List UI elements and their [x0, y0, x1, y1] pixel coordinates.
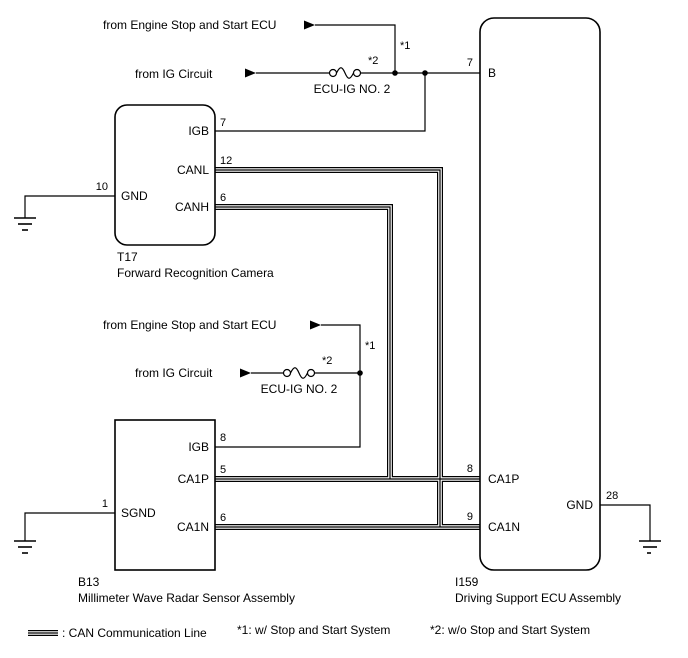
wire-camera-gnd [24, 195, 115, 218]
fuse-terminal-icon [328, 68, 338, 78]
legend-can-line-label: : CAN Communication Line [62, 626, 207, 640]
wire-bottom-stop-start [321, 324, 361, 373]
radar-pin-sgnd-label: SGND [121, 506, 156, 520]
fuse-element-icon [289, 367, 309, 379]
feed-bottom-stop-start-label: from Engine Stop and Start ECU [103, 318, 276, 332]
can-line-canh-branch [215, 204, 393, 479]
camera-code: T17 [117, 250, 138, 264]
legend-note2: *2: w/o Stop and Start System [430, 623, 590, 637]
arrow-icon [310, 320, 321, 330]
camera-pin-canh-number: 6 [220, 192, 226, 204]
wire-camera-igb [215, 73, 426, 132]
radar-pin-ca1p-label: CA1P [178, 472, 209, 486]
legend-note1: *1: w/ Stop and Start System [237, 623, 390, 637]
ground-symbol-camera [14, 217, 36, 231]
camera-pin-canl-number: 12 [220, 155, 232, 167]
ground-symbol-radar [14, 540, 36, 554]
feed-top-ref1: *1 [400, 40, 410, 52]
radar-name: Millimeter Wave Radar Sensor Assembly [78, 591, 295, 605]
arrow-icon [240, 368, 251, 378]
radar-pin-igb-label: IGB [188, 440, 209, 454]
radar-code: B13 [78, 575, 100, 589]
feed-bottom-ref2: *2 [322, 355, 332, 367]
junction-dot [357, 370, 363, 376]
radar-pin-igb-number: 8 [220, 432, 226, 444]
camera-pin-canl-label: CANL [177, 163, 209, 177]
camera-pin-canh-label: CANH [175, 200, 209, 214]
can-line-canl-branch [215, 167, 443, 527]
feed-top-ref2: *2 [368, 55, 378, 67]
fuse-terminal-icon [282, 368, 292, 378]
ecu-pin-gnd-number: 28 [606, 490, 618, 502]
radar-pin-ca1n-label: CA1N [177, 520, 209, 534]
wire-radar-igb [215, 373, 361, 448]
fuse-terminal-icon [352, 68, 362, 78]
camera-box [114, 104, 216, 246]
camera-pin-igb-number: 7 [220, 117, 226, 129]
ecu-box [479, 17, 601, 571]
can-communication-lines [215, 167, 480, 530]
radar-box [114, 419, 216, 571]
ecu-pin-ca1p-number: 8 [467, 463, 473, 475]
feed-top-ig-label: from IG Circuit [135, 67, 213, 81]
camera-pin-gnd-number: 10 [96, 181, 108, 193]
radar-pin-sgnd-number: 1 [102, 498, 108, 510]
fuse-element-icon [335, 67, 355, 79]
junction-dot [392, 70, 398, 76]
wire-ecu-gnd [600, 504, 651, 541]
ecu-pin-b-label: B [488, 66, 496, 80]
feed-bottom-ig-label: from IG Circuit [135, 366, 213, 380]
junction-dot [422, 70, 428, 76]
camera-pin-gnd-label: GND [121, 189, 148, 203]
fuse-terminal-icon [306, 368, 316, 378]
fuse-bottom-ecu-ig-no2 [282, 367, 316, 379]
arrow-icon [304, 20, 315, 30]
feed-bottom-fuse-label: ECU-IG NO. 2 [261, 382, 338, 396]
ecu-name: Driving Support ECU Assembly [455, 591, 621, 605]
camera-name: Forward Recognition Camera [117, 266, 274, 280]
ecu-code: I159 [455, 575, 479, 589]
wire-radar-sgnd [24, 512, 115, 541]
ground-symbol-ecu [639, 540, 661, 554]
ecu-pin-ca1n-number: 9 [467, 511, 473, 523]
ecu-pin-ca1p-label: CA1P [488, 472, 519, 486]
camera-pin-igb-label: IGB [188, 124, 209, 138]
ecu-pin-ca1n-label: CA1N [488, 520, 520, 534]
ecu-pin-b-number: 7 [467, 57, 473, 69]
wire-top-stop-start [315, 24, 396, 73]
feed-top-stop-start-label: from Engine Stop and Start ECU [103, 18, 276, 32]
arrow-icon [245, 68, 256, 78]
radar-pin-ca1p-number: 5 [220, 464, 226, 476]
ecu-pin-gnd-label: GND [566, 498, 593, 512]
feed-bottom-ref1: *1 [365, 340, 375, 352]
feed-top-fuse-label: ECU-IG NO. 2 [314, 82, 391, 96]
radar-pin-ca1n-number: 6 [220, 512, 226, 524]
fuse-top-ecu-ig-no2 [328, 67, 362, 79]
wires [24, 20, 651, 541]
